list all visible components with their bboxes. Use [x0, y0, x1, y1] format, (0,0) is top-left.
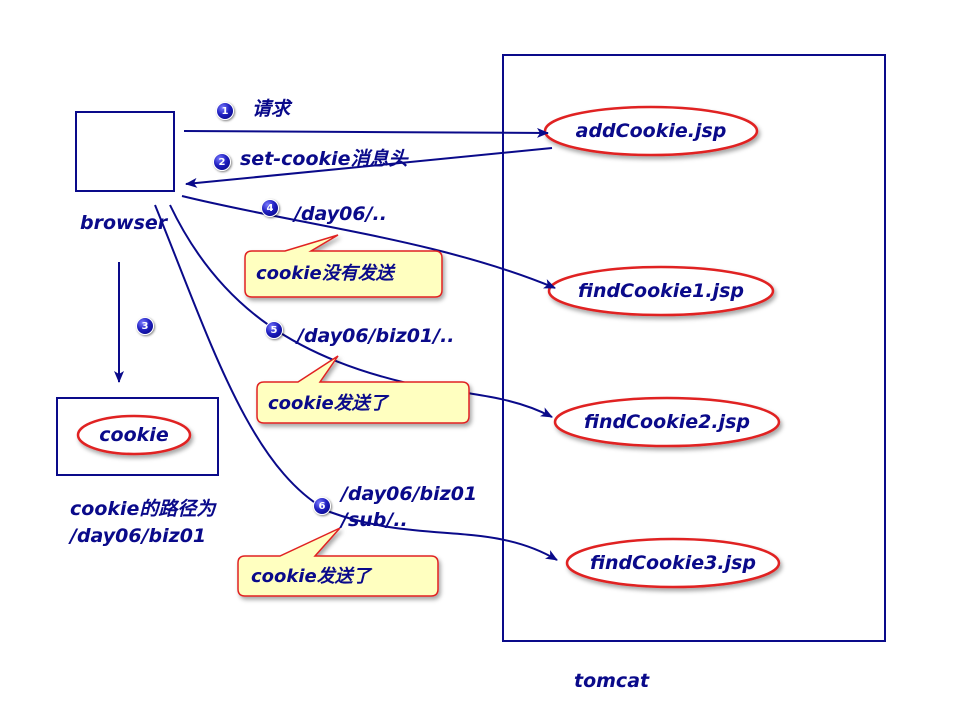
step-2-badge: 2 — [213, 153, 231, 171]
arrow-request — [183, 127, 549, 138]
tomcat-box — [502, 54, 886, 642]
cookie-path-line2: /day06/biz01 — [70, 525, 207, 547]
step-1-label: 请求 — [252, 98, 291, 120]
step-4-label: /day06/.. — [294, 203, 387, 225]
step-3-badge: 3 — [136, 317, 154, 335]
callout-2-shape — [256, 355, 470, 424]
find-cookie2-ellipse — [553, 396, 781, 448]
step-6-badge: 6 — [313, 497, 331, 515]
callout-1-shape — [244, 234, 443, 298]
callout-1-text: cookie没有发送 — [256, 263, 394, 284]
callout-2-text: cookie发送了 — [268, 393, 388, 414]
arrow-set-cookie — [185, 147, 553, 188]
arrow-find-cookie1 — [181, 195, 556, 289]
browser-box — [75, 111, 175, 192]
cookie-path-line1: cookie的路径为 — [70, 498, 216, 520]
find-cookie1-label: findCookie1.jsp — [577, 280, 745, 302]
step-1-badge: 1 — [216, 102, 234, 120]
find-cookie2-label: findCookie2.jsp — [583, 411, 751, 433]
find-cookie1-ellipse — [547, 265, 775, 317]
step-4-badge: 4 — [261, 199, 279, 217]
find-cookie3-ellipse — [565, 537, 781, 589]
cookie-store-label: cookie — [99, 424, 169, 446]
callout-3-text: cookie发送了 — [251, 566, 371, 587]
step-5-label: /day06/biz01/.. — [297, 325, 455, 347]
step-5-badge: 5 — [265, 321, 283, 339]
step-2-label: set-cookie消息头 — [240, 148, 408, 170]
arrow-find-cookie2 — [169, 204, 553, 418]
browser-label: browser — [80, 212, 168, 234]
callout-3-shape — [237, 527, 439, 597]
find-cookie3-label: findCookie3.jsp — [589, 552, 757, 574]
cookie-store-box — [56, 397, 219, 476]
add-cookie-label: addCookie.jsp — [575, 120, 727, 142]
step-6-label-line1: /day06/biz01 — [341, 483, 478, 505]
cookie-ellipse — [76, 414, 192, 456]
step-6-label-line2: /sub/.. — [341, 509, 408, 531]
tomcat-label: tomcat — [574, 670, 650, 692]
